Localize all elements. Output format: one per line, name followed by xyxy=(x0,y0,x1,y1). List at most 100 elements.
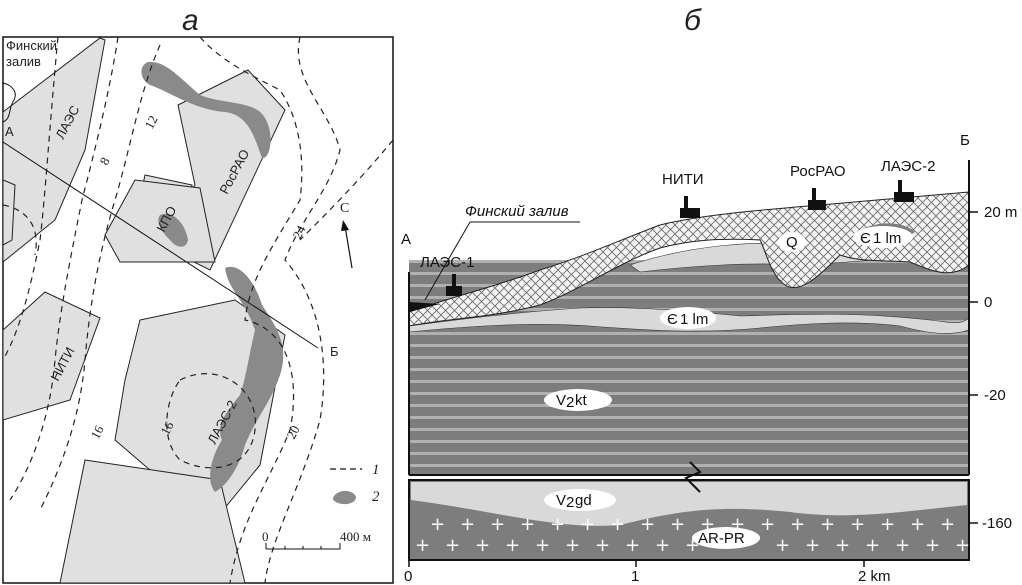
basement-cross: + xyxy=(445,535,460,556)
y-tick-0: 0 xyxy=(984,294,992,311)
svg-text:kt: kt xyxy=(575,392,588,409)
basement-cross: + xyxy=(760,514,775,535)
svg-text:gd: gd xyxy=(575,492,592,509)
svg-text:Є: Є xyxy=(667,311,678,328)
facility-laes1: ЛАЭС-1 xyxy=(420,254,474,271)
contour-label-12: 12 xyxy=(141,113,160,132)
contour-label-20: 20 xyxy=(283,423,302,442)
section-point-b: Б xyxy=(960,132,970,149)
x-ticks xyxy=(408,560,865,567)
panel-b-letter: б xyxy=(684,4,702,37)
basement-cross: + xyxy=(775,535,790,556)
gulf-label-1: Финский xyxy=(6,38,57,53)
map-point-a: А xyxy=(5,124,14,139)
unit-basement: AR-PR xyxy=(692,527,760,549)
unit-kotlin: V 2 kt xyxy=(544,389,612,411)
contamination-patch-north xyxy=(141,61,271,159)
basement-cross: + xyxy=(580,514,595,535)
legend-num-2: 2 xyxy=(372,489,380,505)
y-tick-neg20: -20 xyxy=(984,387,1006,404)
marker-laes2 xyxy=(894,180,914,202)
basement-cross: + xyxy=(415,535,430,556)
svg-text:1 lm: 1 lm xyxy=(873,230,901,247)
basement-cross: + xyxy=(550,514,565,535)
basement-cross: + xyxy=(640,514,655,535)
contamination-patch-kpo xyxy=(158,213,188,247)
marker-rosrao xyxy=(808,188,826,210)
svg-text:2: 2 xyxy=(566,494,574,511)
building-laes xyxy=(3,37,106,263)
gdov-layer xyxy=(411,482,967,526)
gulf-label-2: залив xyxy=(6,54,41,69)
basement-cross: + xyxy=(865,535,880,556)
x-tick-0: 0 xyxy=(404,568,412,585)
y-ticks xyxy=(969,211,978,524)
facility-laes2: ЛАЭС-2 xyxy=(881,158,935,175)
svg-text:Є: Є xyxy=(860,230,871,247)
basement-cross: + xyxy=(880,514,895,535)
facility-rosrao: РосРАО xyxy=(790,163,846,180)
y-tick-20: 20 m xyxy=(984,204,1017,221)
unit-cambrian-lower: Є 1 lm xyxy=(660,307,716,329)
basement-cross: + xyxy=(490,514,505,535)
section-point-a: А xyxy=(401,231,411,248)
basement-cross: + xyxy=(520,514,535,535)
basement-cross: + xyxy=(820,514,835,535)
legend-gray-swatch xyxy=(333,490,356,505)
svg-text:1 lm: 1 lm xyxy=(680,311,708,328)
basement-cross: + xyxy=(610,514,625,535)
panel-b-section: б xyxy=(401,4,1017,585)
unit-q: Q xyxy=(778,232,806,252)
quaternary-fill xyxy=(409,191,969,327)
basement-cross: + xyxy=(670,514,685,535)
facility-niti: НИТИ xyxy=(662,171,704,188)
basement-cross: + xyxy=(430,514,445,535)
basement-cross: + xyxy=(700,514,715,535)
panel-a-letter: а xyxy=(182,4,199,37)
svg-text:AR-PR: AR-PR xyxy=(698,530,745,547)
section-gulf-label: Финский залив xyxy=(465,203,569,220)
map-legend: 1 2 xyxy=(330,462,380,505)
panel-a-map: а xyxy=(2,4,394,584)
basement-cross: + xyxy=(655,535,670,556)
isolines xyxy=(3,37,393,583)
y-tick-neg160: -160 xyxy=(982,515,1012,532)
basement-cross: + xyxy=(685,535,700,556)
basement-cross: + xyxy=(625,535,640,556)
basement-cross: + xyxy=(850,514,865,535)
basement-cross: + xyxy=(925,535,940,556)
svg-text:Q: Q xyxy=(786,234,798,251)
basement-cross: + xyxy=(910,514,925,535)
basement-crosses: +++++++++++++++++++++++++++++++++++ xyxy=(415,514,970,556)
axis-break-mark xyxy=(684,461,702,493)
unit-cambrian-upper: Є 1 lm xyxy=(853,226,913,248)
map-point-b: Б xyxy=(330,344,339,359)
section-line-ab xyxy=(3,141,319,349)
basement-cross: + xyxy=(505,535,520,556)
basement-cross: + xyxy=(565,535,580,556)
basement-cross: + xyxy=(535,535,550,556)
basement-cross: + xyxy=(595,535,610,556)
x-tick-1: 1 xyxy=(631,568,639,585)
basement-cross: + xyxy=(805,535,820,556)
basement-cross: + xyxy=(730,514,745,535)
svg-text:2: 2 xyxy=(566,394,574,411)
gulf-leader xyxy=(424,221,471,301)
facility-markers xyxy=(446,180,914,296)
north-arrow: С xyxy=(340,201,353,269)
coastline xyxy=(3,82,16,123)
gulf-water xyxy=(409,302,440,312)
legend-num-1: 1 xyxy=(372,462,380,478)
x-tick-2: 2 km xyxy=(858,568,891,585)
contamination-patch-laes2 xyxy=(210,266,284,492)
building-left-edge xyxy=(3,179,16,246)
scale-start: 0 xyxy=(262,529,269,544)
basement-cross: + xyxy=(955,535,970,556)
basement-cross: + xyxy=(790,514,805,535)
svg-text:V: V xyxy=(556,392,566,409)
scale-bar: 0 400 м xyxy=(262,529,371,550)
basement-cross: + xyxy=(895,535,910,556)
basement-cross: + xyxy=(940,514,955,535)
basement-cross: + xyxy=(460,514,475,535)
